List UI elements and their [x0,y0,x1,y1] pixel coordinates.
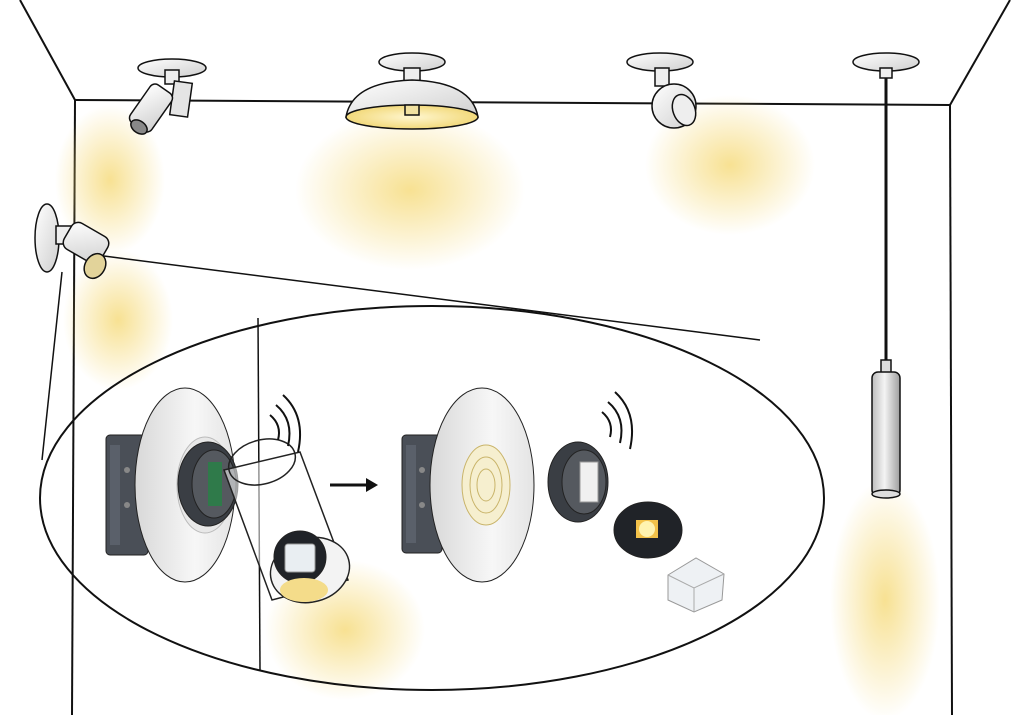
wall-spotlight [34,203,110,280]
assembled-fixture [105,387,351,604]
ceiling-dome-lamp [345,52,479,130]
optic-lens [667,557,725,613]
pendant-tube-light [852,52,920,499]
light-glows [55,95,940,715]
arrow-right-icon [330,478,378,492]
lamp-head [223,438,351,604]
ceiling-spotlight [128,58,207,135]
detail-view-ellipse [39,305,825,691]
wireless-signal-icon [601,391,634,450]
exploded-fixture [401,387,725,613]
led-board [613,501,683,559]
zoom-callout-lines [41,255,761,461]
ceiling-ball-spot [626,52,697,129]
wireless-signal-icon [269,394,302,453]
